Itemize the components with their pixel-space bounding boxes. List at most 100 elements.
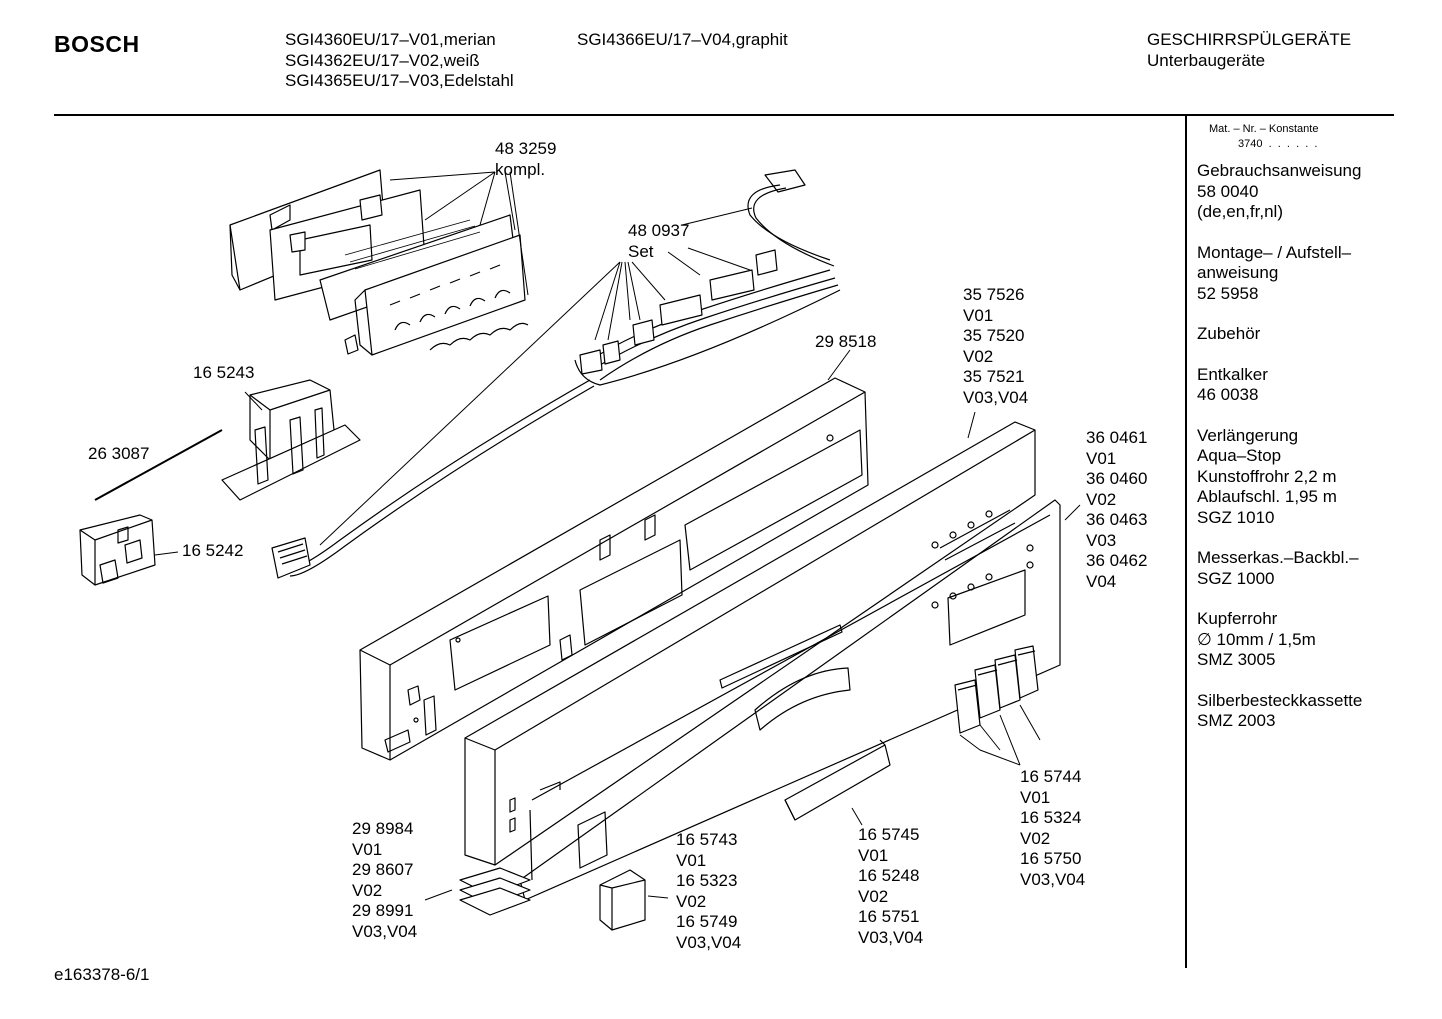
sidebar-line: Zubehör xyxy=(1197,324,1261,343)
callout-line: 26 3087 xyxy=(88,444,150,463)
sidebar-line: Entkalker xyxy=(1197,364,1268,384)
callout-35-7526: 35 7526 V01 35 7520 V02 35 7521 V03,V04 xyxy=(963,285,1028,408)
callout-line: 16 5751 xyxy=(858,907,920,926)
callout-line: 16 5323 xyxy=(676,871,738,890)
callout-line: V04 xyxy=(1086,571,1117,591)
sidebar-line: (de,en,fr,nl) xyxy=(1197,202,1283,221)
callout-29-8984: 29 8984 V01 29 8607 V02 29 8991 V03,V04 xyxy=(352,819,417,942)
sidebar-line: anweisung xyxy=(1197,263,1279,282)
category-heading: GESCHIRRSPÜLGERÄTE Unterbaugeräte xyxy=(1147,30,1351,71)
callout-line: 48 3259 xyxy=(495,139,557,158)
callout-line: 36 0463 xyxy=(1086,510,1148,529)
spacer-plates xyxy=(459,867,531,916)
callout-16-5242: 16 5242 xyxy=(182,541,243,562)
leader-lines xyxy=(154,171,1081,901)
sidebar-line: Ablaufschl. 1,95 m xyxy=(1197,487,1337,506)
wiring-harness xyxy=(271,169,841,579)
callout-16-5743: 16 5743 V01 16 5323 V02 16 5749 V03,V04 xyxy=(676,830,741,953)
pushbutton-set xyxy=(954,645,1039,734)
callout-line: V03,V04 xyxy=(352,921,418,941)
model-line: SGI4362EU/17–V02,weiß xyxy=(285,50,480,70)
sidebar-block: Gebrauchsanweisung 58 0040 (de,en,fr,nl) xyxy=(1197,161,1362,223)
sidebar-line: Gebrauchsanweisung xyxy=(1197,161,1362,180)
control-board-assembly xyxy=(229,169,529,356)
callout-line: V01 xyxy=(858,845,889,865)
sidebar-line: 58 0040 xyxy=(1197,181,1259,201)
model-list-1: SGI4360EU/17–V01,merian SGI4362EU/17–V02… xyxy=(285,30,514,92)
sidebar-line: SGZ 1010 xyxy=(1197,507,1275,527)
callout-line: V02 xyxy=(352,880,383,900)
front-panel xyxy=(464,421,1036,866)
callout-line: V01 xyxy=(1020,787,1051,807)
callout-line: 16 5750 xyxy=(1020,849,1082,868)
callout-line: V02 xyxy=(963,346,994,366)
sidebar-block: Montage– / Aufstell– anweisung 52 5958 xyxy=(1197,243,1362,305)
facia-panel xyxy=(519,499,1061,901)
callout-line: V03,V04 xyxy=(858,927,924,947)
callout-16-5745: 16 5745 V01 16 5248 V02 16 5751 V03,V04 xyxy=(858,825,923,948)
bracket-part xyxy=(221,379,361,501)
callout-line: V01 xyxy=(352,839,383,859)
control-panel-frame xyxy=(359,377,869,761)
callout-line: 29 8607 xyxy=(352,860,414,879)
callout-line: V03,V04 xyxy=(963,387,1029,407)
sidebar-line: ∅ 10mm / 1,5m xyxy=(1197,629,1316,649)
callout-36-0461: 36 0461 V01 36 0460 V02 36 0463 V03 36 0… xyxy=(1086,428,1147,592)
callout-line: V01 xyxy=(963,305,994,325)
header-divider xyxy=(54,114,1394,116)
sidebar-line: Silberbesteckkassette xyxy=(1197,690,1363,710)
callout-line: 36 0462 xyxy=(1086,551,1148,570)
knob-cap xyxy=(599,869,646,931)
accessory-sidebar: Gebrauchsanweisung 58 0040 (de,en,fr,nl)… xyxy=(1197,161,1362,752)
callout-line: V01 xyxy=(676,850,707,870)
callout-line: 35 7520 xyxy=(963,326,1025,345)
callout-line: V02 xyxy=(1020,828,1051,848)
sidebar-block: Kupferrohr ∅ 10mm / 1,5m SMZ 3005 xyxy=(1197,609,1362,671)
callout-line: Set xyxy=(628,241,654,261)
callout-line: 29 8518 xyxy=(815,332,877,351)
model-line: SGI4365EU/17–V03,Edelstahl xyxy=(285,71,514,90)
callout-line: V03,V04 xyxy=(676,932,742,952)
model-list-2: SGI4366EU/17–V04,graphit xyxy=(577,30,788,51)
handle-strip xyxy=(784,739,891,821)
sidebar-line: Kunstoffrohr 2,2 m xyxy=(1197,466,1337,486)
callout-line: 29 8984 xyxy=(352,819,414,838)
callout-line: 36 0461 xyxy=(1086,428,1148,447)
mat-nr-value: 3740 . . . . . . xyxy=(1238,138,1318,150)
callout-line: 16 5248 xyxy=(858,866,920,885)
model-line: SGI4366EU/17–V04,graphit xyxy=(577,30,788,49)
callout-48-0937: 48 0937 Set xyxy=(628,221,689,262)
callout-line: V03 xyxy=(1086,530,1117,550)
callout-line: V01 xyxy=(1086,448,1117,468)
sidebar-line: Montage– / Aufstell– xyxy=(1197,242,1352,262)
callout-line: 35 7521 xyxy=(963,367,1025,386)
sidebar-line: Kupferrohr xyxy=(1197,609,1278,628)
sidebar-block: Messerkas.–Backbl.– SGZ 1000 xyxy=(1197,548,1362,589)
callout-line: V02 xyxy=(858,886,889,906)
sidebar-line: 52 5958 xyxy=(1197,283,1259,303)
rod-part xyxy=(94,429,223,501)
callout-line: 48 0937 xyxy=(628,221,690,240)
brand-logo: BOSCH xyxy=(54,31,140,57)
sidebar-block: Zubehör xyxy=(1197,324,1362,345)
callout-line: 16 5242 xyxy=(182,541,244,560)
callout-line: 16 5243 xyxy=(193,363,255,382)
callout-29-8518: 29 8518 xyxy=(815,332,876,353)
sidebar-block: Verlängerung Aqua–Stop Kunstoffrohr 2,2 … xyxy=(1197,426,1362,529)
sidebar-line: SMZ 3005 xyxy=(1197,650,1276,669)
sidebar-block: Silberbesteckkassette SMZ 2003 xyxy=(1197,691,1362,732)
door-lock-part xyxy=(79,514,156,586)
sidebar-line: Messerkas.–Backbl.– xyxy=(1197,548,1359,567)
sidebar-line: Aqua–Stop xyxy=(1197,446,1282,465)
callout-26-3087: 26 3087 xyxy=(88,444,149,465)
callout-16-5243: 16 5243 xyxy=(193,363,254,384)
sidebar-line: SGZ 1000 xyxy=(1197,568,1275,588)
sidebar-line: 46 0038 xyxy=(1197,385,1259,404)
drawing-code: e163378-6/1 xyxy=(54,965,150,984)
callout-line: 16 5744 xyxy=(1020,767,1082,786)
callout-16-5744: 16 5744 V01 16 5324 V02 16 5750 V03,V04 xyxy=(1020,767,1085,890)
category-subtitle: Unterbaugeräte xyxy=(1147,50,1266,70)
callout-line: V03,V04 xyxy=(1020,869,1086,889)
callout-line: 16 5745 xyxy=(858,825,920,844)
